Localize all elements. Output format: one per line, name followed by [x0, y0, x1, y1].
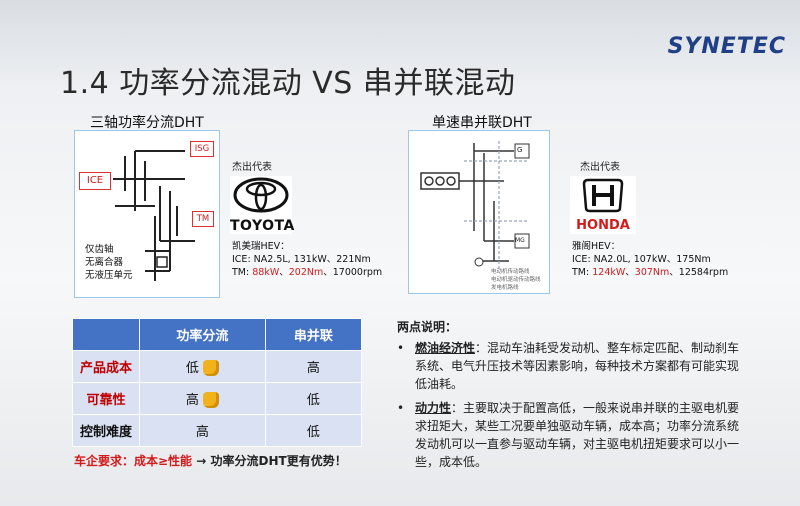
- list-item: • 动力性：主要取决于配置高低，一般来说串并联的主驱电机要求扭矩大，某些工况要单…: [397, 399, 749, 471]
- points-title: 两点说明：: [397, 320, 458, 334]
- bullet-icon: •: [397, 401, 405, 415]
- right-specs: 雅阁HEV： ICE: NA2.0L, 107kW、175Nm TM: 124k…: [572, 240, 762, 279]
- point-term: 燃油经济性: [415, 341, 476, 355]
- right-subtitle: 单速串并联DHT: [432, 115, 532, 131]
- table-cell: 低: [139, 350, 266, 383]
- point-term: 动力性: [415, 401, 452, 415]
- isg-box: ISG: [190, 141, 214, 157]
- thumbs-up-icon: [203, 392, 219, 409]
- series-parallel-diagram: G MG 电动机传动路线 电动机驱动传动路线 发电机路线: [408, 130, 550, 294]
- conclusion: 车企要求：成本≥性能 → 功率分流DHT更有优势！: [74, 452, 347, 469]
- table-cell: 高: [264, 350, 363, 383]
- arrow-icon: →: [196, 454, 207, 468]
- left-rep-label: 杰出代表: [232, 162, 272, 173]
- row-label: 产品成本: [72, 350, 140, 383]
- table-header: 串并联: [264, 318, 363, 351]
- table-header: 功率分流: [139, 318, 266, 351]
- motor-label: MG: [515, 237, 525, 244]
- tm-torque: 307Nm: [634, 267, 670, 278]
- honda-logo: HONDA: [570, 176, 636, 234]
- list-item: • 燃油经济性：混动车油耗受发动机、整车标定匹配、制动刹车系统、电气升压技术等因…: [397, 339, 749, 393]
- thumbs-up-icon: [203, 360, 219, 377]
- table-cell: 高: [139, 382, 266, 415]
- diagram-note: 仅齿轴: [85, 244, 114, 255]
- legend-item: 电动机驱动传动路线: [491, 277, 541, 283]
- tm-power: 124kW: [592, 267, 626, 278]
- row-label: 可靠性: [72, 382, 140, 415]
- honda-wordmark: HONDA: [576, 218, 630, 233]
- ice-box: ICE: [79, 172, 111, 190]
- row-label: 控制难度: [72, 414, 140, 447]
- point-text: ：主要取决于配置高低，一般来说串并联的主驱电机要求扭矩大，某些工况要单独驱动车辆…: [415, 401, 740, 469]
- table-header: [72, 318, 140, 351]
- left-specs: 凯美瑞HEV： ICE: NA2.5L, 131kW、221Nm TM: 88k…: [232, 240, 402, 279]
- page-title: 1.4 功率分流混动 VS 串并联混动: [60, 66, 516, 101]
- table-cell: 高: [139, 414, 266, 447]
- table-cell: 低: [264, 382, 363, 415]
- series-parallel-schematic: [420, 141, 530, 271]
- toyota-wordmark: TOYOTA: [230, 218, 295, 234]
- car-model: 凯美瑞HEV：: [232, 241, 290, 252]
- conclusion-requirement: 车企要求：成本≥性能: [74, 454, 193, 468]
- right-rep-label: 杰出代表: [580, 162, 620, 173]
- point-text: ：混动车油耗受发动机、整车标定匹配、制动刹车系统、电气升压技术等因素影响，每种技…: [415, 341, 740, 391]
- conclusion-result: 功率分流DHT更有优势！: [210, 454, 347, 468]
- table-row: 控制难度 高 低: [72, 414, 363, 447]
- table-row: 可靠性 高 低: [72, 382, 363, 415]
- legend-item: 电动机传动路线: [491, 269, 530, 275]
- toyota-logo: TOYOTA: [230, 176, 295, 234]
- ice-spec: ICE: NA2.0L, 107kW、175Nm: [572, 254, 711, 265]
- table-header-row: 功率分流 串并联: [72, 318, 363, 351]
- power-split-schematic: [113, 150, 195, 281]
- tm-spec: TM: 88kW、202Nm、17000rpm: [232, 267, 383, 278]
- toyota-emblem-icon: [233, 177, 289, 213]
- table-row: 产品成本 低 高: [72, 350, 363, 383]
- tm-box: TM: [192, 211, 214, 227]
- left-subtitle: 三轴功率分流DHT: [90, 115, 204, 131]
- bullet-icon: •: [397, 341, 405, 355]
- honda-emblem-icon: [582, 178, 624, 213]
- table-cell: 低: [264, 414, 363, 447]
- comparison-table: 功率分流 串并联 产品成本 低 高 可靠性 高 低 控制难度 高 低: [72, 318, 363, 447]
- brand-logo: SYNETEC: [667, 34, 786, 59]
- legend-item: 发电机路线: [491, 285, 519, 291]
- power-split-diagram: ICE ISG TM 仅齿轴 无离合器 无液压单元: [74, 130, 220, 298]
- points-list: • 燃油经济性：混动车油耗受发动机、整车标定匹配、制动刹车系统、电气升压技术等因…: [397, 339, 749, 471]
- car-model: 雅阁HEV：: [572, 241, 621, 252]
- tm-power: 88kW: [252, 267, 280, 278]
- diagram-note: 无液压单元: [85, 270, 133, 281]
- ice-spec: ICE: NA2.5L, 131kW、221Nm: [232, 254, 371, 265]
- diagram-note: 无离合器: [85, 257, 124, 268]
- tm-torque: 202Nm: [288, 267, 324, 278]
- generator-label: G: [517, 146, 523, 154]
- tm-spec: TM: 124kW、307Nm、12584rpm: [572, 267, 729, 278]
